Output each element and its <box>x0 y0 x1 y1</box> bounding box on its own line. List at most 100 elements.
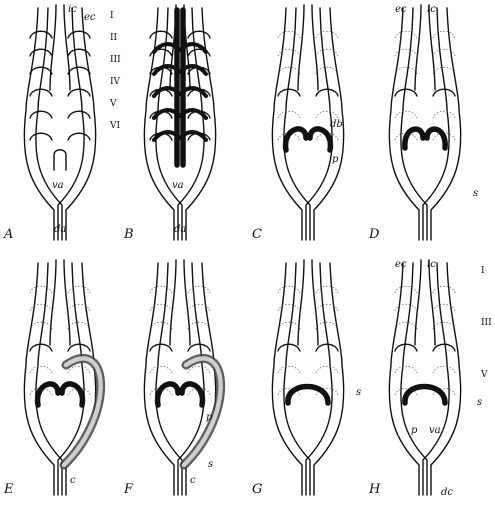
arch-left <box>150 322 172 329</box>
arch-left <box>278 322 300 329</box>
arch-right <box>433 286 455 293</box>
outer-vessel-left <box>24 8 54 240</box>
ventral-aorta <box>54 150 66 170</box>
arch-left <box>30 67 52 74</box>
arch-left <box>278 111 300 118</box>
arch-right <box>68 344 90 351</box>
arch-left <box>30 344 52 351</box>
ec-label: ec <box>395 259 407 270</box>
db-label: db <box>330 119 343 130</box>
outer-vessel-left <box>389 8 419 240</box>
arch-right <box>316 322 338 329</box>
internal-carotid-left <box>415 5 421 90</box>
arch-right <box>433 67 455 74</box>
arch-right <box>433 31 455 38</box>
panel-g: sG <box>252 260 361 497</box>
s-label: s <box>208 459 213 470</box>
pulmonary-arch-left <box>38 384 58 405</box>
p-label: p <box>411 425 418 436</box>
arch-right <box>188 286 210 293</box>
arch-left <box>150 31 172 38</box>
internal-carotid-left <box>415 260 421 345</box>
ic-label: ic <box>68 4 77 15</box>
p-label: p <box>206 412 213 423</box>
arch-left <box>278 344 300 351</box>
outer-vessel-right <box>66 8 96 240</box>
s-label: s <box>477 397 482 408</box>
arch-left <box>150 344 172 351</box>
arch-right <box>316 89 338 96</box>
arch-numeral: I <box>481 266 485 276</box>
arch-numeral: VI <box>109 121 120 131</box>
arch-right <box>188 366 210 373</box>
arch-numeral: II <box>110 33 118 43</box>
outer-vessel-right <box>431 263 461 495</box>
pulmonary-arch-right <box>182 384 202 405</box>
outer-vessel-left <box>389 263 419 495</box>
arch-right <box>68 322 90 329</box>
pulmonary-arch-right <box>427 129 445 148</box>
internal-carotid-right <box>429 5 435 90</box>
arch-right <box>316 286 338 293</box>
internal-carotid-left <box>170 260 176 345</box>
panel-letter-f: F <box>123 482 134 497</box>
arch-numeral: I <box>110 11 114 21</box>
ic-label: ic <box>427 259 436 270</box>
internal-carotid-right <box>64 5 70 90</box>
internal-carotid-right <box>64 260 70 345</box>
panel-h: IIIIVecicpvadcsH <box>368 259 492 498</box>
arch-right <box>433 366 455 373</box>
arch-right <box>68 31 90 38</box>
arch-left <box>278 286 300 293</box>
arch-right <box>433 344 455 351</box>
arch-numeral: V <box>480 370 488 380</box>
arch-right <box>433 111 455 118</box>
arch-left <box>395 286 417 293</box>
va-label: va <box>172 180 184 191</box>
arch-right <box>188 322 210 329</box>
arch-right <box>68 286 90 293</box>
arch-right <box>68 89 90 96</box>
arch-right <box>68 111 90 118</box>
arch-right <box>188 31 210 38</box>
ec-label: ec <box>395 4 407 15</box>
va-label: va <box>52 180 64 191</box>
arch-right <box>316 67 338 74</box>
c-label: c <box>70 475 76 486</box>
outer-vessel-left <box>24 263 54 495</box>
pulmonary-arch-left <box>286 129 306 150</box>
arch-numeral: III <box>110 55 121 65</box>
outer-vessel-right <box>314 263 344 495</box>
internal-carotid-right <box>184 260 190 345</box>
arch-left <box>395 366 417 373</box>
arch-right <box>433 89 455 96</box>
arch-left <box>30 89 52 96</box>
arch-left <box>395 322 417 329</box>
arch-left <box>30 322 52 329</box>
internal-carotid-left <box>50 5 56 90</box>
arch-left <box>150 286 172 293</box>
s-label: s <box>473 188 478 199</box>
arch-right <box>316 111 338 118</box>
arch-numeral: V <box>109 99 117 109</box>
arch-left <box>30 133 52 140</box>
panel-letter-d: D <box>368 227 380 242</box>
panel-a: IIIIIIIVVVIicecvadaA <box>3 4 121 242</box>
internal-carotid-left <box>50 260 56 345</box>
arch-right <box>68 366 90 373</box>
arch-left <box>278 67 300 74</box>
pulmonary-arch-left <box>405 129 423 148</box>
da-label: da <box>174 224 186 235</box>
pulmonary-arch-right <box>310 129 330 150</box>
arch-left <box>278 366 300 373</box>
arch-left <box>278 31 300 38</box>
arch-right <box>68 67 90 74</box>
arch-right <box>316 366 338 373</box>
ec-label: ec <box>84 12 96 23</box>
outer-vessel-right <box>431 8 461 240</box>
arch-left <box>30 366 52 373</box>
p-label: p <box>332 154 339 165</box>
internal-carotid-right <box>312 5 318 90</box>
